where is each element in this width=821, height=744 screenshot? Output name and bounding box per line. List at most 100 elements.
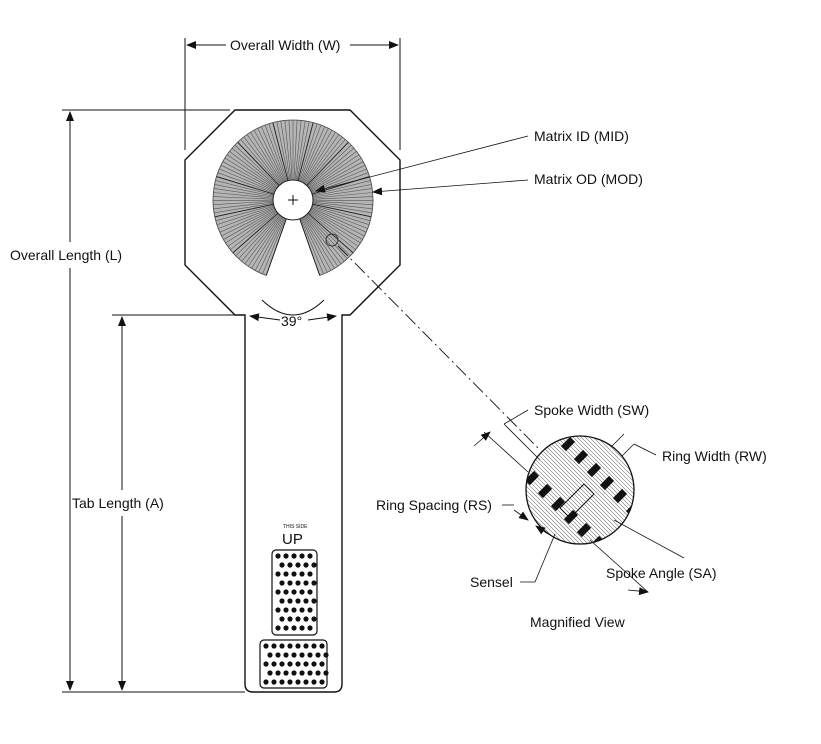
matrix-spoke — [217, 172, 275, 194]
connector-dot — [299, 625, 305, 631]
connector-dot — [307, 553, 313, 559]
connector-dot — [295, 679, 301, 685]
matrix-spoke — [238, 214, 280, 259]
matrix-spoke — [301, 128, 329, 183]
connector-dot — [275, 670, 281, 676]
matrix-spoke — [213, 202, 274, 214]
hatch-line — [526, 436, 607, 544]
mod-leader — [372, 179, 529, 196]
connector-dot — [287, 661, 293, 667]
matrix-spoke — [243, 136, 281, 185]
matrix-major-spoke — [214, 203, 274, 218]
matrix-spoke — [300, 218, 324, 275]
matrix-spoke — [302, 130, 333, 183]
connector-dot — [287, 616, 293, 622]
connector-dot — [311, 643, 317, 649]
magnified-view-label: Magnified View — [530, 614, 626, 630]
matrix-spoke — [244, 215, 282, 265]
connector-dot — [271, 643, 277, 649]
connector-dot — [287, 679, 293, 685]
up-text: UP — [282, 531, 303, 548]
connector-dot — [271, 679, 277, 685]
connector-dot — [307, 625, 313, 631]
connector-dot — [299, 571, 305, 577]
matrix-spoke — [229, 151, 278, 189]
hatch-line — [553, 436, 634, 544]
connector-dot — [279, 679, 285, 685]
connector-dot — [315, 670, 321, 676]
spoke-bar — [573, 449, 589, 465]
matrix-spoke — [311, 207, 367, 233]
connector-dot — [283, 553, 289, 559]
connector-pad-upper — [271, 549, 318, 636]
sa-line — [613, 519, 685, 559]
spoke-bar — [586, 462, 602, 478]
sensel-outline — [559, 483, 595, 519]
spoke-bar — [550, 496, 566, 512]
matrix-spoke — [264, 124, 287, 182]
matrix-spoke — [222, 161, 276, 191]
connector-dot — [307, 652, 313, 658]
connector-dot — [315, 652, 321, 658]
connector-dot — [307, 571, 313, 577]
spoke-bar — [576, 522, 592, 538]
matrix-spoke — [303, 132, 336, 184]
matrix-spoke — [311, 206, 368, 229]
projection-line — [337, 245, 539, 449]
matrix-major-spoke — [265, 218, 287, 276]
connector-dot — [311, 616, 317, 622]
matrix-spoke — [257, 128, 285, 183]
connector-dot — [311, 598, 317, 604]
ring-width-label: Ring Width (RW) — [662, 448, 767, 464]
matrix-spoke — [309, 210, 361, 244]
matrix-spoke — [298, 123, 318, 182]
sensel-label: Sensel — [470, 574, 513, 590]
connector-dot — [287, 598, 293, 604]
angle-arrow-right — [307, 313, 337, 322]
connector-dot — [303, 616, 309, 622]
tab-length-label: Tab Length (A) — [72, 495, 164, 511]
connector-dot — [311, 679, 317, 685]
connector-dots-upper — [275, 553, 317, 631]
connector-dot — [279, 661, 285, 667]
angle-label: 39° — [281, 313, 302, 329]
matrix-major-spoke — [272, 122, 289, 181]
connector-dot — [295, 616, 301, 622]
spoke-bar — [560, 436, 576, 452]
matrix-spoke — [213, 188, 274, 198]
matrix-spoke — [303, 216, 335, 269]
connector-dot — [303, 679, 309, 685]
matrix-spoke — [231, 147, 278, 188]
matrix-spoke — [305, 215, 345, 262]
connector-dot — [279, 562, 285, 568]
connector-dot — [299, 607, 305, 613]
matrix-spoke — [220, 164, 276, 192]
sensel-leader — [520, 533, 556, 583]
matrix-spoke — [301, 217, 328, 273]
connector-dot — [283, 571, 289, 577]
connector-dot — [303, 580, 309, 586]
matrix-spoke — [312, 180, 371, 196]
connector-dot — [303, 598, 309, 604]
matrix-spoke — [227, 211, 277, 247]
connector-dots-lower — [263, 643, 329, 685]
rw-ext-2 — [621, 443, 635, 457]
connector-dot — [291, 571, 297, 577]
matrix-spoke — [215, 180, 274, 196]
magnified-view — [525, 435, 635, 545]
matrix-spoke — [304, 215, 342, 265]
overall-length-label: Overall Length (L) — [10, 247, 122, 263]
connector-dot — [275, 589, 281, 595]
matrix-spoke — [268, 123, 288, 182]
matrix-spoke — [246, 134, 282, 184]
connector-dot — [291, 589, 297, 595]
spoke-bar — [526, 470, 540, 486]
connector-dot — [279, 643, 285, 649]
matrix-spoke — [302, 217, 332, 271]
matrix-spoke — [213, 200, 274, 206]
matrix-spoke — [258, 217, 285, 273]
matrix-spoke — [312, 196, 373, 200]
connector-dot — [299, 589, 305, 595]
matrix-spoke — [293, 120, 298, 181]
